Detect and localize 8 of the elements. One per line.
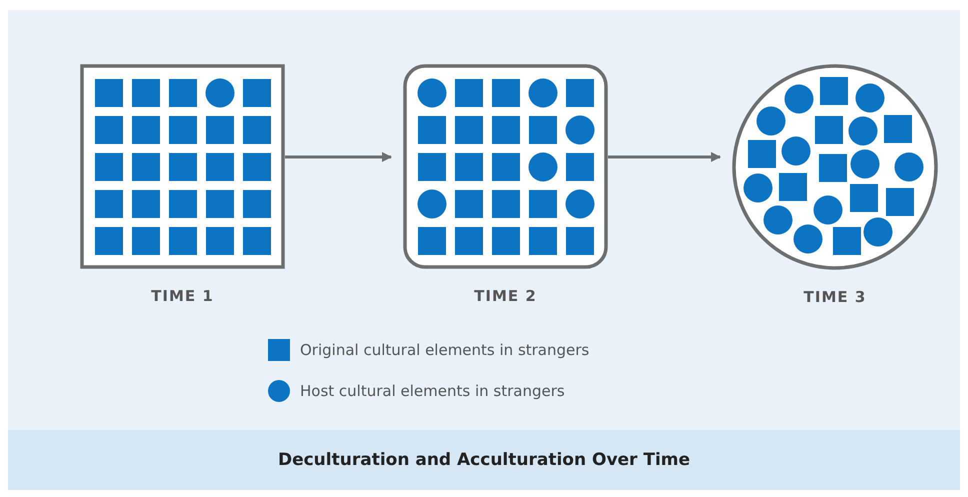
diagram-title: Deculturation and Acculturation Over Time — [276, 450, 692, 470]
time-label: TIME 3 — [802, 288, 868, 306]
arrow — [608, 152, 721, 162]
arrow — [285, 152, 392, 162]
time-label: TIME 1 — [150, 287, 215, 305]
legend-text: Original cultural elements in strangers — [300, 341, 590, 359]
legend-text: Host cultural elements in strangers — [300, 382, 565, 400]
time-label: TIME 2 — [473, 287, 538, 305]
